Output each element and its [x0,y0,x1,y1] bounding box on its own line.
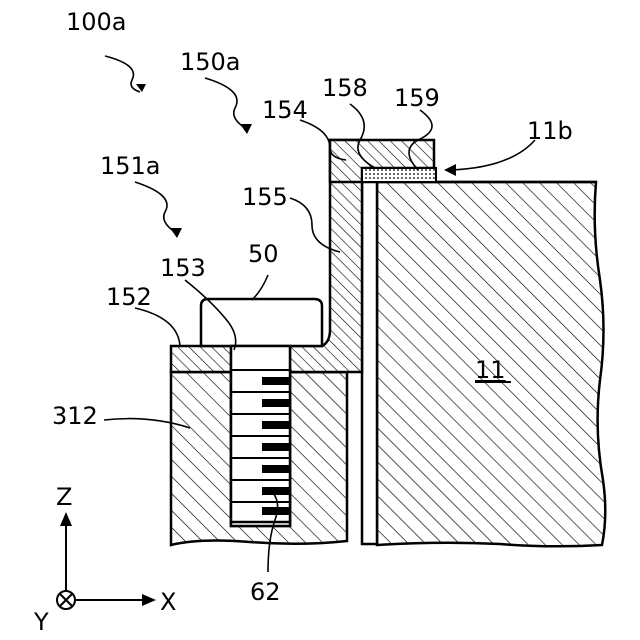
label-158: 158 [322,74,368,102]
arrow-151a [170,228,182,238]
label-11b: 11b [527,117,573,145]
axis-label-z: Z [56,483,72,511]
label-62: 62 [250,578,281,606]
leader-150a [205,78,245,128]
screw-thread-62 [231,346,290,522]
label-100a: 100a [66,8,127,36]
x-axis-arrow [142,594,156,606]
label-151a: 151a [100,152,161,180]
label-50: 50 [248,240,279,268]
label-153: 153 [160,254,206,282]
plate-152 [171,346,231,372]
label-150a: 150a [180,48,241,76]
label-152: 152 [106,283,152,311]
label-159: 159 [394,84,440,112]
label-312: 312 [52,402,98,430]
label-11: 11 [475,356,506,384]
leader-11b [450,140,535,170]
leader-151a [135,182,175,232]
arrow-11b [444,164,456,176]
layer-158-pad [362,168,436,182]
label-154: 154 [262,96,308,124]
leader-50 [252,275,268,300]
arrow-150a [240,124,252,134]
z-axis-arrow [60,512,72,526]
axis-label-y: Y [33,608,49,636]
screw-head-50 [201,299,322,346]
axis-label-x: X [160,588,176,616]
label-155: 155 [242,183,288,211]
leader-152 [135,308,180,346]
gap-strip [362,182,377,544]
leader-100a [105,56,140,92]
axis-indicator: Z X Y [33,483,176,636]
